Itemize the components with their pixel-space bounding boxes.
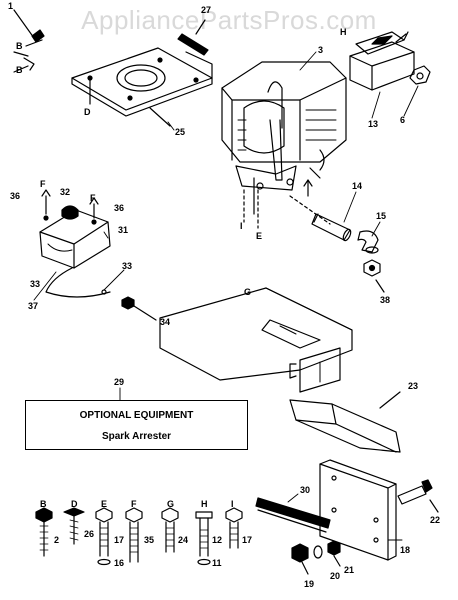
part-13-muffler	[349, 31, 415, 91]
part-6-nut	[409, 65, 431, 85]
callout-23: 23	[408, 381, 419, 391]
part-30-strip	[255, 497, 331, 533]
engine-bolt-lines	[243, 179, 331, 229]
fastener-qty-H: 12	[212, 535, 223, 545]
fastener-qty-F: 35	[144, 535, 155, 545]
frame-section	[159, 287, 353, 393]
fastener-letter-E: E	[101, 499, 108, 509]
callout-38: 38	[380, 295, 391, 305]
fastener-qty-I: 17	[242, 535, 253, 545]
part-3-engine	[221, 61, 347, 215]
fastener-letter-F: F	[131, 499, 137, 509]
callout-27: 27	[201, 5, 212, 15]
washer-qty-11: 11	[212, 558, 222, 568]
callout-21: 21	[344, 565, 355, 575]
callout-36-right: 36	[114, 203, 125, 213]
callout-22: 22	[430, 515, 441, 525]
optional-equipment-box: OPTIONAL EQUIPMENT Spark Arrester	[25, 400, 248, 450]
letter-B-upper: B	[16, 41, 23, 51]
part-23-bracket	[289, 391, 401, 453]
callout-33-left: 33	[30, 279, 41, 289]
part-14-pipe	[311, 213, 352, 242]
callout-1: 1	[8, 1, 14, 11]
callout-3: 3	[318, 45, 324, 55]
letter-F-right: F	[90, 193, 96, 203]
fastener-letter-H: H	[201, 499, 208, 509]
letter-D: D	[84, 107, 91, 117]
fastener-letter-D: D	[71, 499, 78, 509]
part-19-grommet	[291, 543, 309, 575]
letter-B-lower: B	[16, 65, 23, 75]
part-21-nut	[327, 540, 341, 567]
letter-G: G	[244, 287, 252, 297]
fastener-B	[35, 507, 53, 557]
letter-F-left: F	[40, 179, 46, 189]
callout-36-left: 36	[10, 191, 21, 201]
callout-6: 6	[400, 115, 406, 125]
part-25-plate	[71, 47, 213, 127]
callout-32: 32	[60, 187, 71, 197]
fastener-H	[195, 511, 213, 566]
fastener-E	[95, 507, 113, 566]
callout-13: 13	[368, 119, 379, 129]
callout-30: 30	[300, 485, 311, 495]
callout-19: 19	[304, 579, 315, 589]
letter-E: E	[256, 231, 263, 241]
part-27-pin	[177, 19, 209, 56]
callout-25: 25	[175, 127, 186, 137]
part-38-nut	[363, 259, 385, 293]
tank-bolt-lines	[41, 189, 99, 225]
part-22-bolt	[397, 479, 439, 513]
callout-29: 29	[114, 377, 125, 387]
fastener-G	[161, 507, 179, 553]
fastener-qty-D: 26	[84, 529, 95, 539]
letter-I: I	[240, 221, 243, 231]
callout-14: 14	[352, 181, 363, 191]
callout-20: 20	[330, 571, 341, 581]
fastener-letter-I: I	[231, 499, 234, 509]
fastener-F	[125, 507, 143, 563]
callout-34: 34	[160, 317, 171, 327]
spark-arrester-label: Spark Arrester	[101, 431, 172, 442]
callout-33-right: 33	[122, 261, 133, 271]
callout-37: 37	[28, 301, 39, 311]
fastener-letter-B: B	[40, 499, 47, 509]
fastener-qty-E: 17	[114, 535, 125, 545]
part-31-fuel-tank	[39, 205, 111, 269]
callout-18: 18	[400, 545, 411, 555]
fastener-qty-B: 2	[54, 535, 60, 545]
fastener-D	[63, 507, 85, 545]
fastener-qty-G: 24	[178, 535, 189, 545]
part-20-washer	[313, 545, 323, 559]
part-15-elbow	[357, 230, 379, 254]
washer-qty-16: 16	[114, 558, 125, 568]
letter-H: H	[340, 27, 347, 37]
optional-equipment-title: OPTIONAL EQUIPMENT	[79, 410, 194, 421]
part-1-bolt	[13, 9, 45, 73]
leader-lines	[33, 51, 419, 541]
fastener-letter-G: G	[167, 499, 175, 509]
callout-15: 15	[376, 211, 387, 221]
fastener-I	[225, 507, 243, 549]
part-34-nut	[121, 296, 157, 321]
part-18-plate	[319, 459, 397, 561]
callout-31: 31	[118, 225, 129, 235]
